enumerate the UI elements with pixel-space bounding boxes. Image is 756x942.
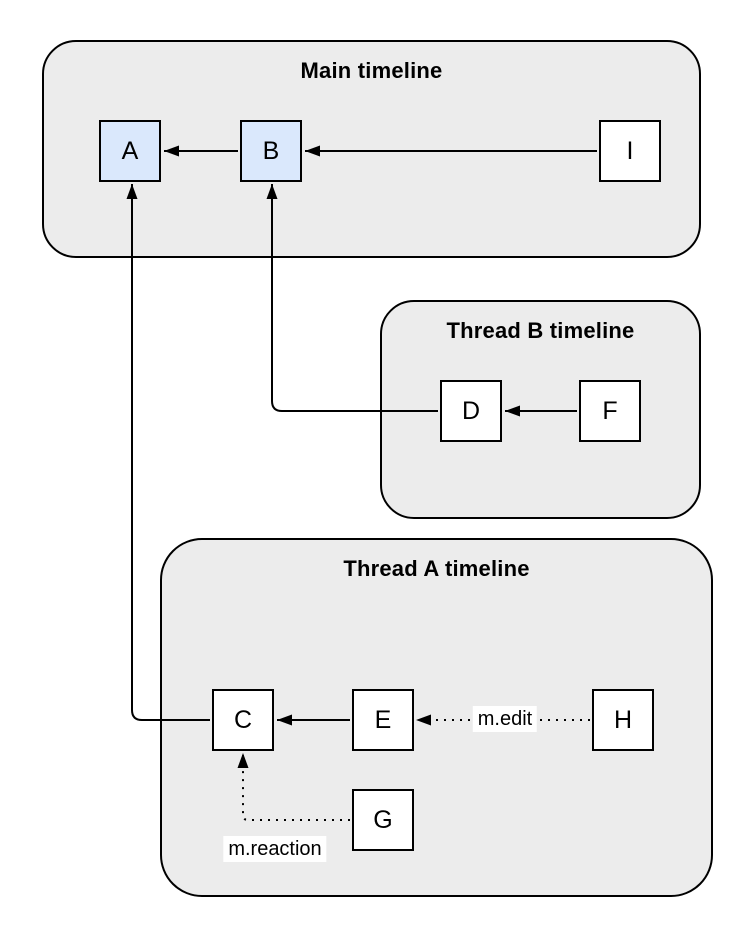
node-a: A	[99, 120, 161, 182]
edge-label-m-edit: m.edit	[472, 706, 538, 732]
node-g: G	[352, 789, 414, 851]
thread-b-timeline-title: Thread B timeline	[446, 318, 635, 343]
node-h: H	[592, 689, 654, 751]
thread-a-timeline-title: Thread A timeline	[343, 556, 530, 581]
edge-label-m-reaction: m.reaction	[223, 836, 327, 862]
node-c: C	[212, 689, 274, 751]
node-e: E	[352, 689, 414, 751]
main-timeline-title: Main timeline	[300, 58, 443, 83]
node-i: I	[599, 120, 661, 182]
node-f: F	[579, 380, 641, 442]
node-d: D	[440, 380, 502, 442]
container-thread-b-timeline: Thread B timeline	[380, 300, 701, 519]
node-b: B	[240, 120, 302, 182]
